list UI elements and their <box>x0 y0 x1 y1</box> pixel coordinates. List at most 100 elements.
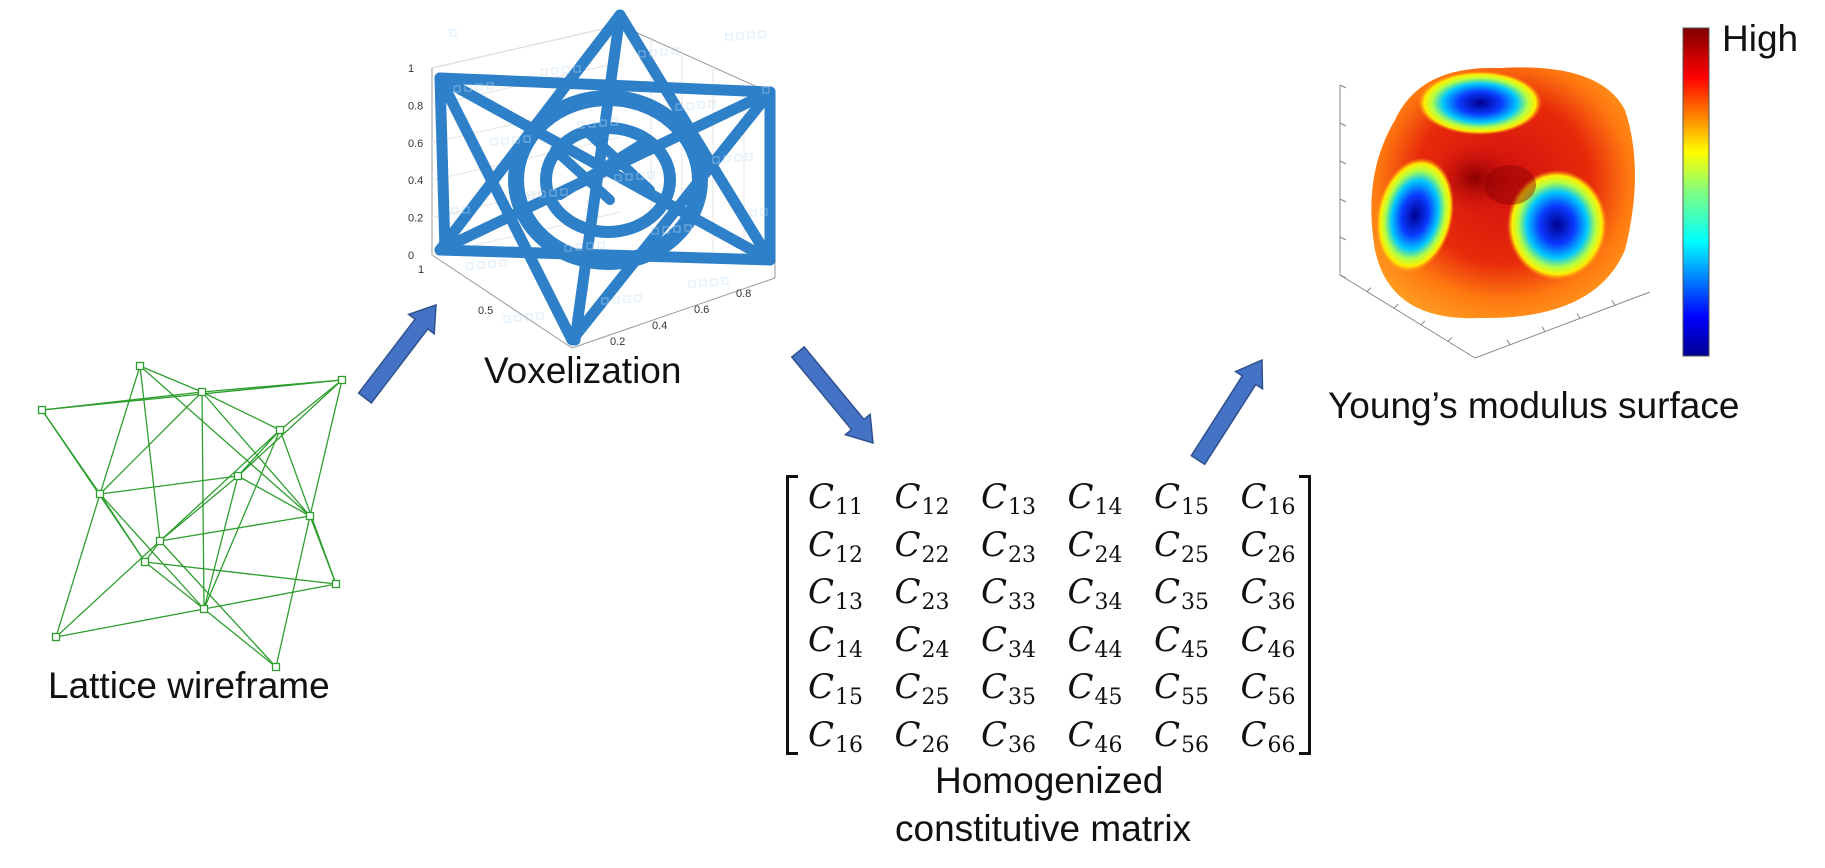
voxel-x-tick: 0.6 <box>694 304 709 316</box>
voxel-strut <box>434 72 451 256</box>
wireframe-edge <box>309 379 343 517</box>
surface-tick <box>1447 337 1453 342</box>
matrix-entry: C23 <box>894 572 950 615</box>
matrix-entry: C45 <box>1154 619 1210 663</box>
voxel-cell <box>734 154 742 162</box>
voxel-cell <box>686 102 694 110</box>
matrix-entry: C26 <box>1240 524 1296 568</box>
matrix-caption-line1: Homogenized <box>935 760 1164 801</box>
voxel-cell <box>736 32 744 40</box>
wireframe-node <box>271 662 281 672</box>
matrix-entry: C16 <box>1240 477 1296 520</box>
voxel-z-tick: 0 <box>408 250 414 262</box>
voxel-cell <box>684 224 692 232</box>
voxel-cell <box>538 190 546 198</box>
matrix-entry: C35 <box>1154 572 1210 615</box>
voxel-cell <box>747 31 755 39</box>
voxel-cell <box>486 82 494 90</box>
voxel-cell <box>464 84 472 92</box>
wireframe-node <box>155 536 165 546</box>
voxel-y-tick: 1 <box>418 264 424 276</box>
matrix-entry: C22 <box>894 524 950 568</box>
voxel-cell <box>514 314 522 322</box>
voxel-cell <box>760 208 768 216</box>
surface-tick <box>1420 320 1426 326</box>
voxel-x-tick: 0.2 <box>610 336 625 348</box>
voxel-cell <box>651 227 659 235</box>
voxel-cell <box>762 86 770 94</box>
right-arrow-icon <box>790 345 874 445</box>
voxel-cell <box>523 135 531 143</box>
wireframe-node <box>337 375 347 385</box>
voxel-cell <box>623 295 631 303</box>
voxel-x-tick: 0.8 <box>736 288 751 300</box>
voxel-cell <box>488 260 496 268</box>
surface-blue-spot-top <box>1418 71 1542 135</box>
voxel-cell <box>721 277 729 285</box>
matrix-entry: C11 <box>808 477 864 520</box>
surface-tick <box>1576 313 1581 319</box>
surface-blue-spot-right <box>1507 170 1607 280</box>
voxel-cage-outer <box>508 90 708 270</box>
wireframe-edge <box>55 608 205 638</box>
voxel-cell <box>453 85 461 93</box>
voxel-cell <box>575 243 583 251</box>
colorbar-high-label: High <box>1722 18 1799 59</box>
voxel-cell <box>540 68 548 76</box>
matrix-entry: C34 <box>981 619 1037 663</box>
voxel-cell <box>699 279 707 287</box>
voxel-cell <box>660 48 668 56</box>
matrix-entry: C36 <box>981 714 1037 758</box>
wireframe-edge <box>237 379 343 477</box>
surface-tick <box>1339 198 1347 203</box>
voxel-cell <box>586 242 594 250</box>
voxel-cell <box>749 209 757 217</box>
voxel-cell <box>636 172 644 180</box>
voxel-cell <box>601 297 609 305</box>
voxel-gridline <box>431 24 621 69</box>
voxel-cell <box>610 118 618 126</box>
matrix-entry: C25 <box>894 667 950 710</box>
wireframe-edge <box>159 515 311 542</box>
voxel-cell <box>562 66 570 74</box>
surface-tick <box>1366 287 1372 292</box>
matrix-entry: C35 <box>981 667 1037 710</box>
wireframe-node <box>140 557 150 567</box>
voxel-cell <box>614 174 622 182</box>
surface-tick <box>1611 299 1616 306</box>
matrix-entry: C46 <box>1240 619 1296 663</box>
wireframe-edge <box>279 379 343 431</box>
voxel-cell <box>536 312 544 320</box>
wireframe-edge <box>41 391 203 411</box>
voxel-cell <box>475 83 483 91</box>
wireframe-edge <box>201 379 343 393</box>
voxel-cell <box>549 189 557 197</box>
surface-tick <box>1393 303 1399 309</box>
voxel-cell <box>564 244 572 252</box>
matrix-entry: C25 <box>1154 524 1210 568</box>
matrix-entry: C14 <box>1067 477 1123 520</box>
surface-blue-spot-left <box>1375 157 1455 273</box>
matrix-entry: C44 <box>1067 619 1123 663</box>
wireframe-edge <box>99 365 141 495</box>
wireframe-edge <box>159 475 239 542</box>
matrix-entry: C24 <box>894 619 950 663</box>
voxel-cell <box>638 50 646 58</box>
wireframe-node <box>95 489 105 499</box>
wireframe-node <box>199 604 209 614</box>
voxel-cell <box>577 121 585 129</box>
wireframe-edge <box>139 365 161 542</box>
colorbar <box>1682 27 1710 357</box>
flow-arrows <box>357 303 1264 466</box>
wireframe-edge <box>203 608 277 668</box>
voxel-cell <box>451 207 459 215</box>
matrix-entry: C66 <box>1240 714 1296 758</box>
wireframe-edge <box>139 365 311 517</box>
surface-tick <box>1339 84 1347 89</box>
right-arrow-icon <box>357 303 437 404</box>
voxel-cell <box>512 136 520 144</box>
voxel-x-tick: 0.4 <box>652 320 667 332</box>
